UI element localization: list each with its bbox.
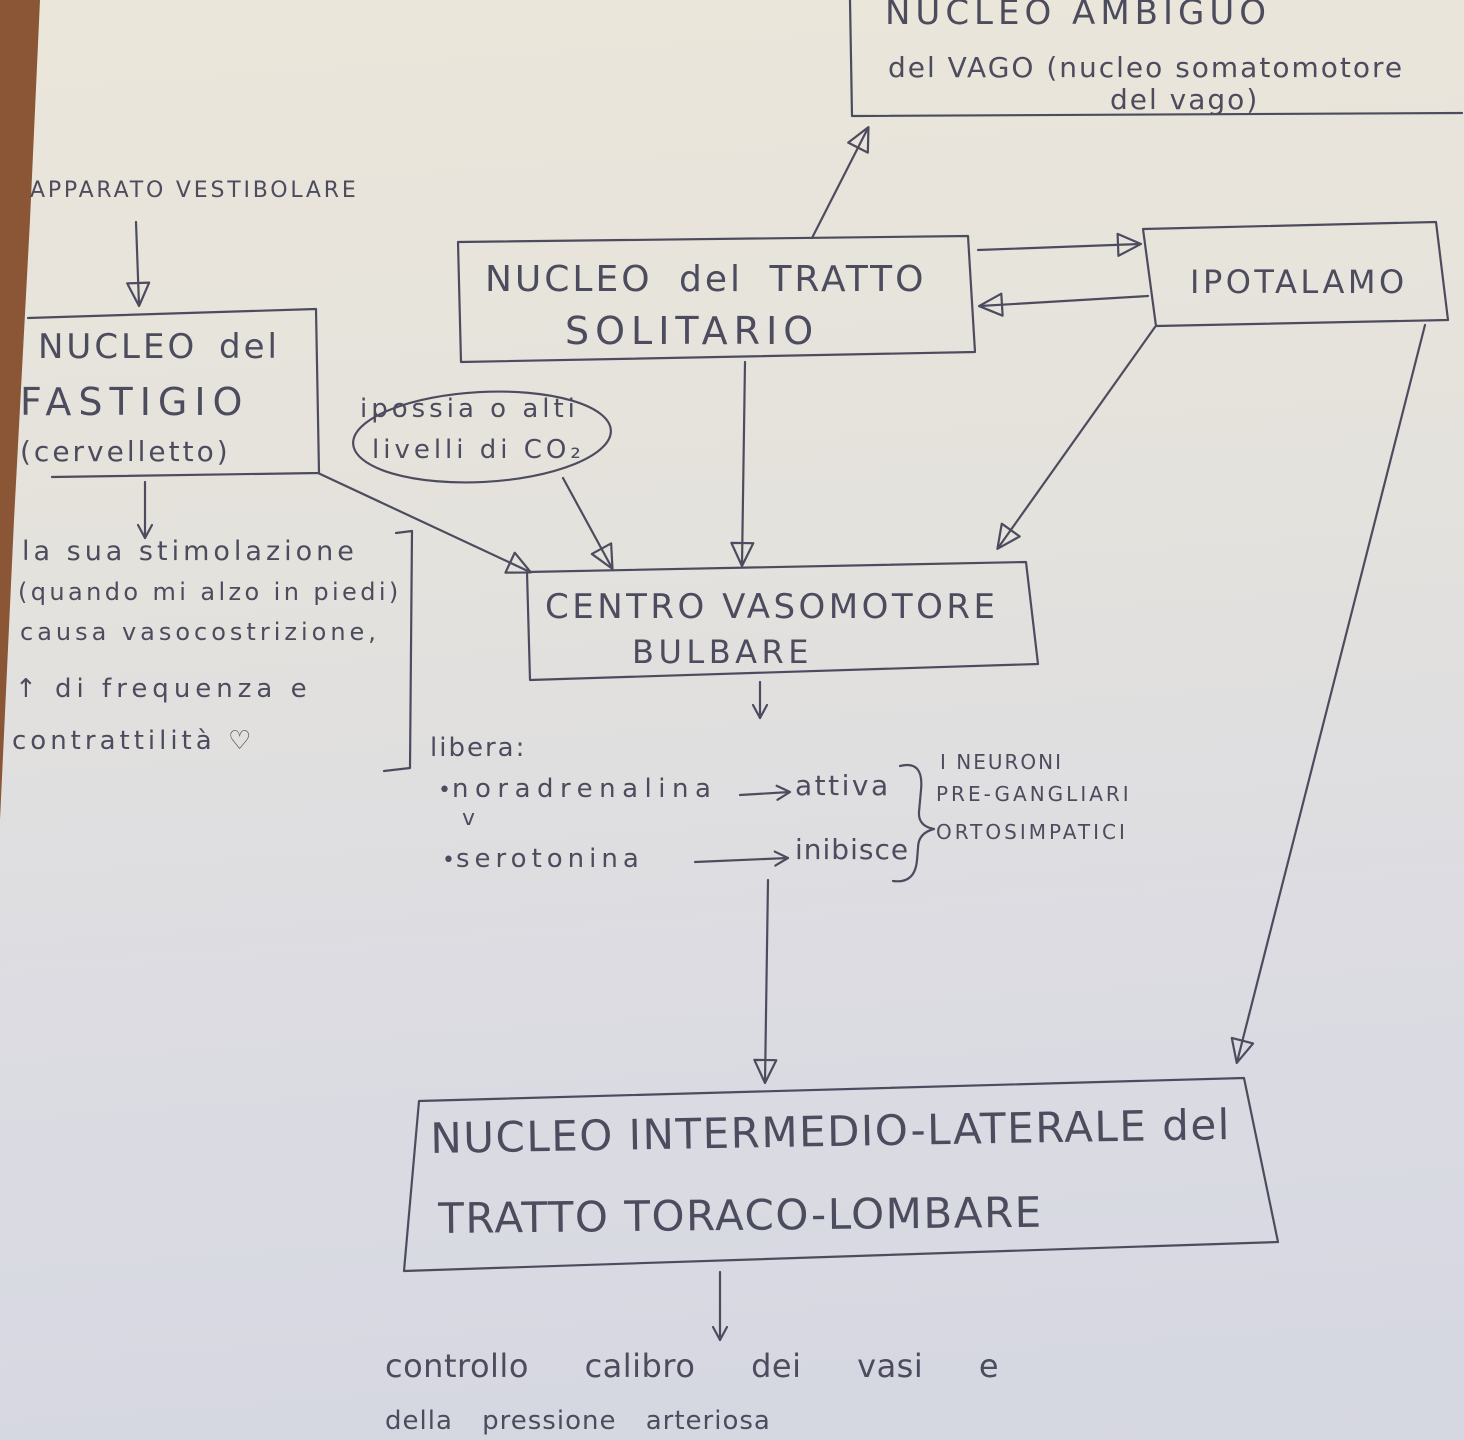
box-ipotalamo xyxy=(1141,220,1450,328)
right-brace-icon xyxy=(891,763,936,883)
centro-vasomotore-line1: CENTRO VASOMOTORE xyxy=(545,587,999,627)
nucleo-ambiguo-subtitle-end: del vago) xyxy=(1110,83,1260,116)
arrow-solitario-to-ambiguo xyxy=(810,126,870,240)
stimolazione-note-line: contrattilità ♡ xyxy=(12,726,256,756)
ipotalamo-label: IPOTALAMO xyxy=(1190,263,1408,301)
target-neuroni-line1: I NEURONI xyxy=(940,750,1063,774)
stimolazione-note-line: ↑ di frequenza e xyxy=(15,674,312,704)
arrow-solitario-to-centro-vasomotore xyxy=(730,360,755,568)
target-neuroni-line3: ORTOSIMPATICI xyxy=(936,820,1128,844)
ipossia-line2: livelli di CO₂ xyxy=(372,435,585,465)
box-nucleo-ambiguo xyxy=(848,0,1464,118)
substance-noradrenalina: noradrenalina xyxy=(452,774,718,804)
ellipse-ipossia xyxy=(352,390,612,484)
arrow-fastigio-to-centro-vasomotore xyxy=(316,471,533,574)
apparato-vestibolare-label: APPARATO VESTIBOLARE xyxy=(30,178,359,203)
stimolazione-note-line: la sua stimolazione xyxy=(22,536,358,567)
right-bracket-icon xyxy=(382,529,414,773)
bullet-icon: • xyxy=(442,848,455,873)
nucleo-ambiguo-title: NUCLEO AMBIGUO xyxy=(885,0,1271,33)
nucleo-fastigio-line2: FASTIGIO xyxy=(20,380,250,424)
libera-heading: libera: xyxy=(430,733,527,763)
separator-v: v xyxy=(462,806,476,831)
box-nucleo-tratto-solitario xyxy=(456,234,977,364)
arrow-libera-to-intermedio-laterale xyxy=(753,878,778,1085)
table-edge xyxy=(0,0,40,820)
substance-serotonina: serotonina xyxy=(456,844,644,874)
arrow-ipotalamo-to-intermedio-laterale xyxy=(1230,323,1427,1065)
nucleo-intermedio-laterale-line2: TRATTO TORACO-LOMBARE xyxy=(437,1187,1043,1243)
arrow-right-icon xyxy=(693,850,790,867)
arrow-ipotalamo-to-solitario xyxy=(977,292,1150,317)
box-centro-vasomotore xyxy=(525,560,1040,682)
arrow-right-icon xyxy=(738,784,792,801)
arrow-ipotalamo-to-centro-vasomotore xyxy=(996,325,1157,550)
stimolazione-note-line: causa vasocostrizione, xyxy=(20,618,380,646)
nucleo-ambiguo-subtitle: del VAGO (nucleo somatomotore xyxy=(888,51,1405,84)
target-neuroni-line2: PRE-GANGLIARI xyxy=(936,782,1132,806)
nucleo-tratto-solitario-line2: SOLITARIO xyxy=(565,309,820,353)
stimolazione-note-line: (quando mi alzo in piedi) xyxy=(18,578,402,606)
box-nucleo-intermedio-laterale xyxy=(402,1076,1280,1273)
centro-vasomotore-line2: BULBARE xyxy=(632,633,813,671)
outcome-line2: della pressione arteriosa xyxy=(385,1406,771,1436)
nucleo-fastigio-line1: NUCLEO del xyxy=(38,327,280,367)
arrow-ipossia-to-centro-vasomotore xyxy=(561,476,614,570)
nucleo-fastigio-line3: (cervelletto) xyxy=(20,435,231,468)
arrow-vestibolare-to-fastigio xyxy=(126,220,151,308)
box-nucleo-fastigio xyxy=(26,307,321,479)
bullet-icon: • xyxy=(438,778,451,803)
ipossia-line1: ipossia o alti xyxy=(360,394,579,424)
outcome-line1: controllo calibro dei vasi e xyxy=(385,1347,1000,1385)
effect-inibisce: inibisce xyxy=(795,833,910,866)
effect-attiva: attiva xyxy=(795,769,891,802)
arrow-solitario-to-ipotalamo xyxy=(976,232,1143,257)
nucleo-tratto-solitario-line1: NUCLEO del TRATTO xyxy=(485,259,927,300)
